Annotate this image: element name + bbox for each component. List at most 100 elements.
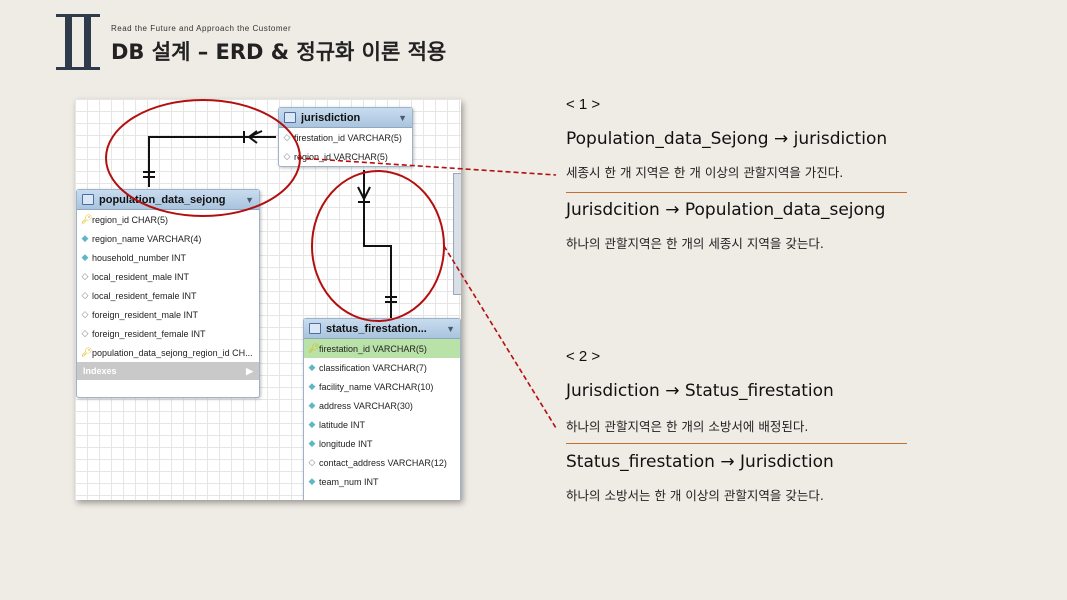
column-diamond-icon: ◇	[308, 457, 316, 467]
relation-target: Population_data_sejong	[684, 200, 886, 220]
column-diamond-icon: ◇	[81, 309, 89, 319]
relation-source: Jurisdiction	[566, 381, 660, 401]
relation-description: 하나의 소방서는 한 개 이상의 관할지역을 갖는다.	[566, 488, 824, 503]
column-label: address VARCHAR(30)	[319, 400, 413, 411]
table-icon	[284, 112, 296, 123]
table-header[interactable]: status_firestation... ▼	[304, 319, 460, 339]
column-label: local_resident_male INT	[92, 271, 190, 282]
column-diamond-icon: ◆	[81, 233, 89, 243]
divider	[566, 192, 907, 193]
table-row[interactable]: ◇region_id VARCHAR(5)	[279, 147, 412, 166]
offscreen-table-edge	[453, 173, 461, 295]
table-row[interactable]: ◆team_num INT	[304, 472, 460, 491]
column-label: population_data_sejong_region_id CH...	[92, 347, 253, 358]
table-status-firestation[interactable]: status_firestation... ▼ 🔑︎firestation_id…	[303, 318, 461, 500]
table-row[interactable]: ◇contact_address VARCHAR(12)	[304, 453, 460, 472]
table-header[interactable]: jurisdiction ▼	[279, 108, 412, 128]
table-row[interactable]: 🔑︎population_data_sejong_region_id CH...	[77, 343, 259, 362]
expand-arrow-icon[interactable]: ▶	[246, 365, 253, 376]
column-diamond-icon: ◆	[308, 381, 316, 391]
relation-target: jurisdiction	[793, 129, 888, 149]
divider	[566, 443, 907, 444]
slide-tagline: Read the Future and Approach the Custome…	[111, 24, 292, 33]
column-diamond-icon: ◇	[81, 328, 89, 338]
column-diamond-icon: ◆	[308, 419, 316, 429]
table-row[interactable]: ◇local_resident_female INT	[77, 286, 259, 305]
column-label: contact_address VARCHAR(12)	[319, 457, 447, 468]
table-jurisdiction[interactable]: jurisdiction ▼ ◇firestation_id VARCHAR(5…	[278, 107, 413, 167]
collapse-arrow-icon[interactable]: ▼	[446, 323, 455, 334]
table-row[interactable]: ◇local_resident_male INT	[77, 267, 259, 286]
table-icon	[309, 323, 321, 334]
relation-2a: Jurisdiction → Status_firestation	[566, 381, 834, 401]
table-population-data-sejong[interactable]: population_data_sejong ▼ 🔑︎region_id CHA…	[76, 189, 260, 398]
column-label: region_id CHAR(5)	[92, 214, 169, 225]
column-diamond-icon: ◆	[308, 438, 316, 448]
column-label: latitude INT	[319, 419, 366, 430]
table-row[interactable]: 🔑︎firestation_id VARCHAR(5)	[304, 339, 460, 358]
relation-target: Status_firestation	[684, 381, 834, 401]
slide-title: DB 설계 – ERD & 정규화 이론 적용	[111, 40, 447, 64]
table-row[interactable]: ◆latitude INT	[304, 415, 460, 434]
section-label-1: < 1 >	[566, 96, 601, 113]
column-label: firestation_id VARCHAR(5)	[319, 343, 427, 354]
table-row[interactable]: ◆facility_name VARCHAR(10)	[304, 377, 460, 396]
column-label: region_name VARCHAR(4)	[92, 233, 202, 244]
erd-diagram: jurisdiction ▼ ◇firestation_id VARCHAR(5…	[75, 99, 461, 500]
column-diamond-icon: ◆	[308, 400, 316, 410]
column-label: local_resident_female INT	[92, 290, 197, 301]
relation-1b: Jurisdcition → Population_data_sejong	[566, 200, 885, 220]
primary-key-icon: 🔑︎	[81, 347, 93, 357]
column-label: team_num INT	[319, 476, 379, 487]
column-label: facility_name VARCHAR(10)	[319, 381, 434, 392]
collapse-arrow-icon[interactable]: ▼	[245, 194, 254, 205]
column-label: firestation_id VARCHAR(5)	[294, 132, 402, 143]
table-row[interactable]: ◆longitude INT	[304, 434, 460, 453]
column-label: longitude INT	[319, 438, 373, 449]
table-name: status_firestation...	[326, 322, 427, 335]
table-row[interactable]: ◆household_number INT	[77, 248, 259, 267]
relation-1a: Population_data_Sejong → jurisdiction	[566, 129, 887, 149]
relation-description: 하나의 관할지역은 한 개의 소방서에 배정된다.	[566, 419, 809, 434]
table-row[interactable]: ◇foreign_resident_female INT	[77, 324, 259, 343]
arrow-icon: →	[773, 129, 789, 149]
table-header[interactable]: population_data_sejong ▼	[77, 190, 259, 210]
relation-target: Jurisdiction	[740, 452, 834, 472]
column-diamond-icon: ◆	[308, 362, 316, 372]
arrow-icon: →	[720, 452, 735, 472]
table-row[interactable]: ◆region_name VARCHAR(4)	[77, 229, 259, 248]
section-label-2: < 2 >	[566, 348, 601, 365]
relation-2b: Status_firestation → Jurisdiction	[566, 452, 834, 472]
column-label: foreign_resident_female INT	[92, 328, 206, 339]
relation-source: Status_firestation	[566, 452, 715, 472]
table-row[interactable]: ◇firestation_id VARCHAR(5)	[279, 128, 412, 147]
table-name: jurisdiction	[301, 111, 361, 124]
arrow-icon: →	[665, 200, 680, 220]
relation-source: Population_data_Sejong	[566, 129, 769, 149]
relation-description: 세종시 한 개 지역은 한 개 이상의 관할지역을 가진다.	[566, 165, 844, 180]
arrow-icon: →	[665, 381, 680, 401]
column-diamond-icon: ◆	[81, 252, 89, 262]
primary-key-icon: 🔑︎	[308, 343, 320, 353]
column-diamond-icon: ◇	[81, 271, 89, 281]
column-label: foreign_resident_male INT	[92, 309, 199, 320]
table-row[interactable]: ◆classification VARCHAR(7)	[304, 358, 460, 377]
roman-numeral-icon	[56, 14, 100, 70]
relation-description: 하나의 관할지역은 한 개의 세종시 지역을 갖는다.	[566, 236, 824, 251]
table-row[interactable]: 🔑︎region_id CHAR(5)	[77, 210, 259, 229]
column-label: region_id VARCHAR(5)	[294, 151, 388, 162]
table-name: population_data_sejong	[99, 193, 226, 206]
collapse-arrow-icon[interactable]: ▼	[398, 112, 407, 123]
column-diamond-icon: ◆	[308, 476, 316, 486]
table-row[interactable]: ◇foreign_resident_male INT	[77, 305, 259, 324]
column-label: classification VARCHAR(7)	[319, 362, 427, 373]
column-diamond-icon: ◇	[283, 132, 291, 142]
column-label: household_number INT	[92, 252, 187, 263]
indexes-label: Indexes	[83, 366, 117, 376]
column-diamond-icon: ◇	[81, 290, 89, 300]
relation-source: Jurisdcition	[566, 200, 660, 220]
primary-key-icon: 🔑︎	[81, 214, 93, 224]
column-diamond-icon: ◇	[283, 151, 291, 161]
table-row[interactable]: ◆address VARCHAR(30)	[304, 396, 460, 415]
indexes-section[interactable]: Indexes ▶	[77, 362, 259, 380]
